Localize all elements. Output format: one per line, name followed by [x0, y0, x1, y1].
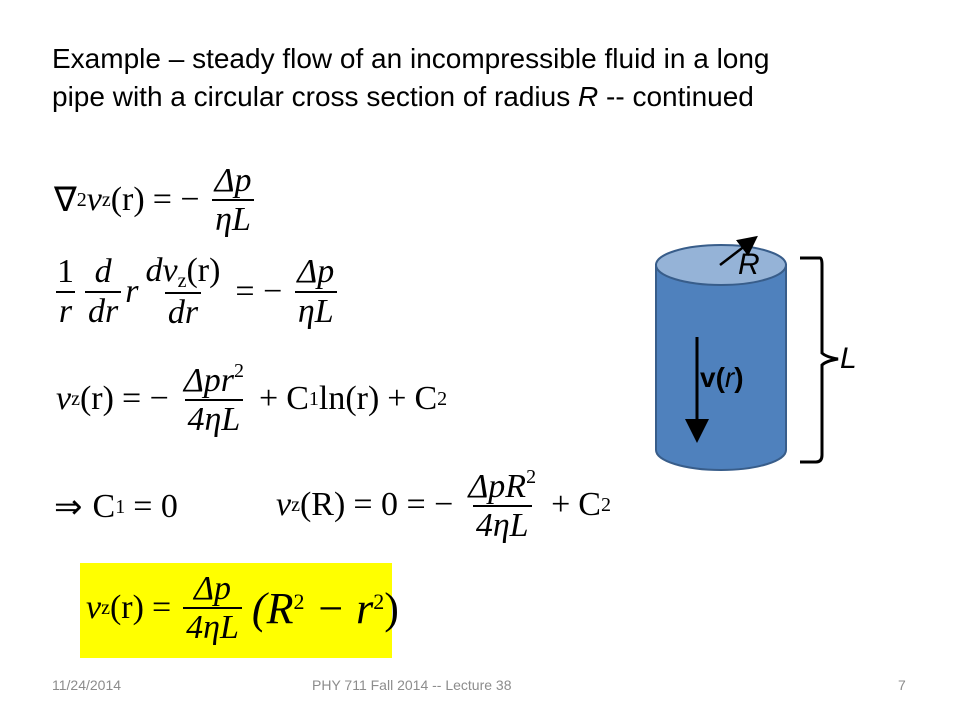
- footer-date: 11/24/2014: [52, 677, 122, 693]
- equals-minus: = −: [121, 380, 169, 418]
- close-paren: ): [734, 362, 744, 393]
- denominator: r: [55, 290, 76, 330]
- r-italic: r: [724, 362, 735, 393]
- numerator: Δpr2: [181, 360, 247, 399]
- exponent: 2: [293, 588, 305, 614]
- radius-label: R: [738, 248, 760, 281]
- argument: (r): [186, 252, 221, 289]
- constant-c1: C: [92, 488, 116, 525]
- result-highlight: [80, 563, 392, 658]
- numerator: Δp: [194, 570, 232, 607]
- argument: (R): [299, 486, 346, 524]
- title-radius-symbol: R: [578, 81, 599, 112]
- argument: (r): [109, 589, 144, 627]
- numerator: Δp: [214, 162, 252, 199]
- log-term: ln(r): [318, 380, 380, 418]
- plus-sign: +: [259, 380, 279, 418]
- constant-c1: C: [286, 380, 309, 418]
- numerator: ΔpR2: [465, 466, 539, 505]
- denominator: dr: [85, 290, 122, 330]
- r-squared: (R: [251, 583, 294, 633]
- subscript: z: [101, 596, 110, 619]
- subscript: 1: [115, 495, 126, 518]
- title-line-2-suffix: -- continued: [598, 81, 754, 112]
- constant-c2: C: [414, 380, 438, 418]
- radius-arrow: [719, 235, 758, 266]
- equals-zero: = 0: [133, 488, 178, 525]
- subscript: z: [177, 270, 187, 292]
- denominator: dr: [164, 292, 202, 331]
- close-paren: ): [384, 583, 399, 633]
- minus-r: − r: [304, 583, 374, 633]
- denominator: 4ηL: [472, 505, 532, 544]
- fraction-dvz-dr: dvz(r)dr: [142, 252, 223, 331]
- subscript: z: [71, 387, 80, 410]
- velocity-symbol: v: [86, 181, 102, 219]
- equals-minus: = −: [152, 181, 200, 219]
- nabla-symbol: ∇: [54, 182, 77, 220]
- equals-sign: =: [151, 589, 172, 627]
- velocity-label: v(r): [700, 362, 744, 394]
- denominator: ηL: [212, 199, 254, 238]
- subscript: 1: [308, 387, 319, 410]
- exponent: 2: [76, 188, 87, 211]
- length-bracket: [800, 256, 839, 464]
- numerator-text: Δpr: [183, 362, 234, 399]
- exponent: 2: [373, 588, 385, 614]
- pipe-diagram: [655, 235, 839, 471]
- title-line-2: pipe with a circular cross section of ra…: [52, 78, 932, 116]
- exponent: 2: [526, 466, 537, 488]
- subscript: 2: [600, 493, 611, 516]
- argument: (r): [110, 181, 145, 219]
- subscript: z: [291, 493, 300, 516]
- subscript: 2: [437, 387, 448, 410]
- open-paren: (: [715, 362, 725, 393]
- cylinder-body: [655, 264, 787, 471]
- equals-zero-minus: = 0 = −: [353, 486, 454, 524]
- numerator: Δp: [297, 253, 335, 291]
- footer-page-number: 7: [898, 677, 906, 693]
- title-line-1: Example – steady flow of an incompressib…: [52, 43, 770, 74]
- length-label: L: [840, 342, 857, 375]
- numerator: 1: [57, 253, 74, 291]
- plus-sign: +: [551, 486, 571, 524]
- subscript: z: [101, 188, 111, 211]
- equals-minus: = −: [235, 272, 283, 310]
- velocity-symbol: v: [86, 589, 102, 627]
- velocity-bold: v: [700, 362, 716, 393]
- velocity-symbol: v: [276, 486, 292, 524]
- plus-sign: +: [387, 380, 407, 418]
- cylinder: [655, 244, 787, 471]
- constant-c2: C: [578, 486, 601, 524]
- r-symbol: r: [125, 272, 139, 310]
- numerator-text: ΔpR: [468, 468, 527, 505]
- title-line-2-text: pipe with a circular cross section of ra…: [52, 81, 578, 112]
- denominator: 4ηL: [183, 607, 242, 646]
- velocity-symbol: v: [56, 380, 72, 418]
- footer-course: PHY 711 Fall 2014 -- Lecture 38: [312, 677, 512, 693]
- numerator: d: [94, 253, 112, 291]
- parenthesized-term: (R2 − r2): [252, 583, 399, 634]
- implies-symbol: ⇒: [54, 489, 83, 526]
- exponent: 2: [234, 360, 244, 382]
- denominator: ηL: [294, 290, 337, 330]
- argument: (r): [79, 380, 114, 418]
- slide-title: Example – steady flow of an incompressib…: [52, 40, 932, 116]
- dv-symbol: dv: [145, 252, 178, 289]
- numerator: dvz(r): [142, 252, 223, 292]
- denominator: 4ηL: [184, 399, 244, 438]
